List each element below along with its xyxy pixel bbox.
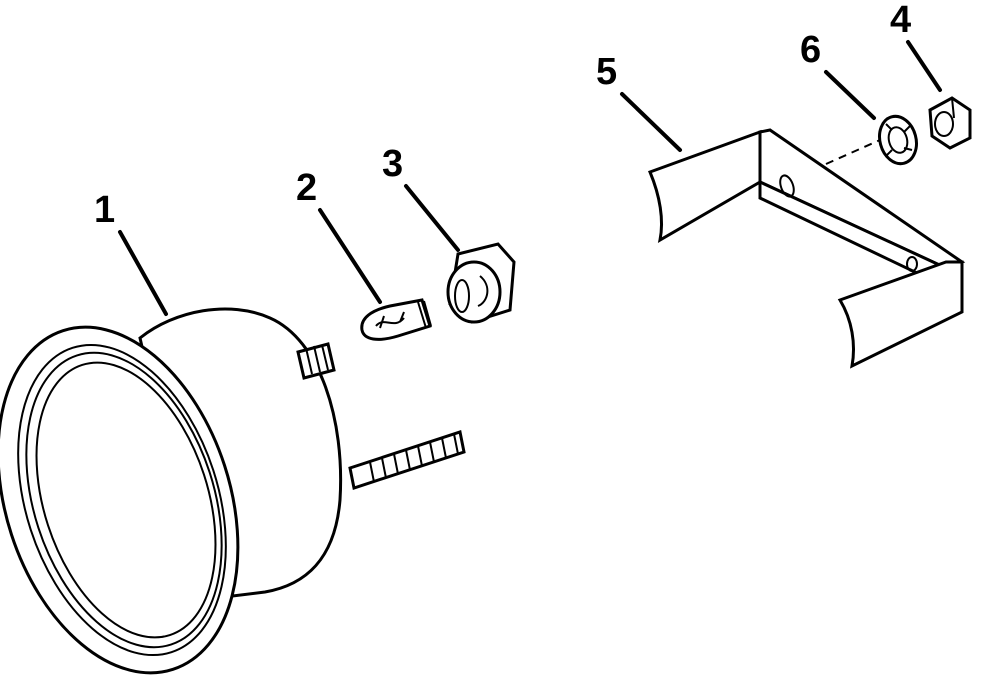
callout-number-3: 3 [382,143,403,185]
leader-line-5 [620,92,682,152]
callout-number-2: 2 [296,167,317,209]
callout-number-1: 1 [94,189,115,231]
leader-line-4 [906,40,942,92]
callout-number-5: 5 [596,51,617,93]
bracket-part [648,128,966,369]
leader-line-6 [824,70,876,120]
short-stud [296,342,336,380]
leader-line-1 [118,230,168,316]
leader-line-2 [318,208,382,304]
long-threaded-stud [348,430,466,490]
callout-number-4: 4 [890,0,911,41]
lock-washer-part [878,114,918,166]
callout-number-6: 6 [800,29,821,71]
alignment-line [825,139,881,165]
leader-line-3 [404,184,460,252]
gauge-body-part [0,307,466,675]
socket-part [446,242,516,324]
bulb-part [360,298,432,341]
nut-part [928,96,972,150]
